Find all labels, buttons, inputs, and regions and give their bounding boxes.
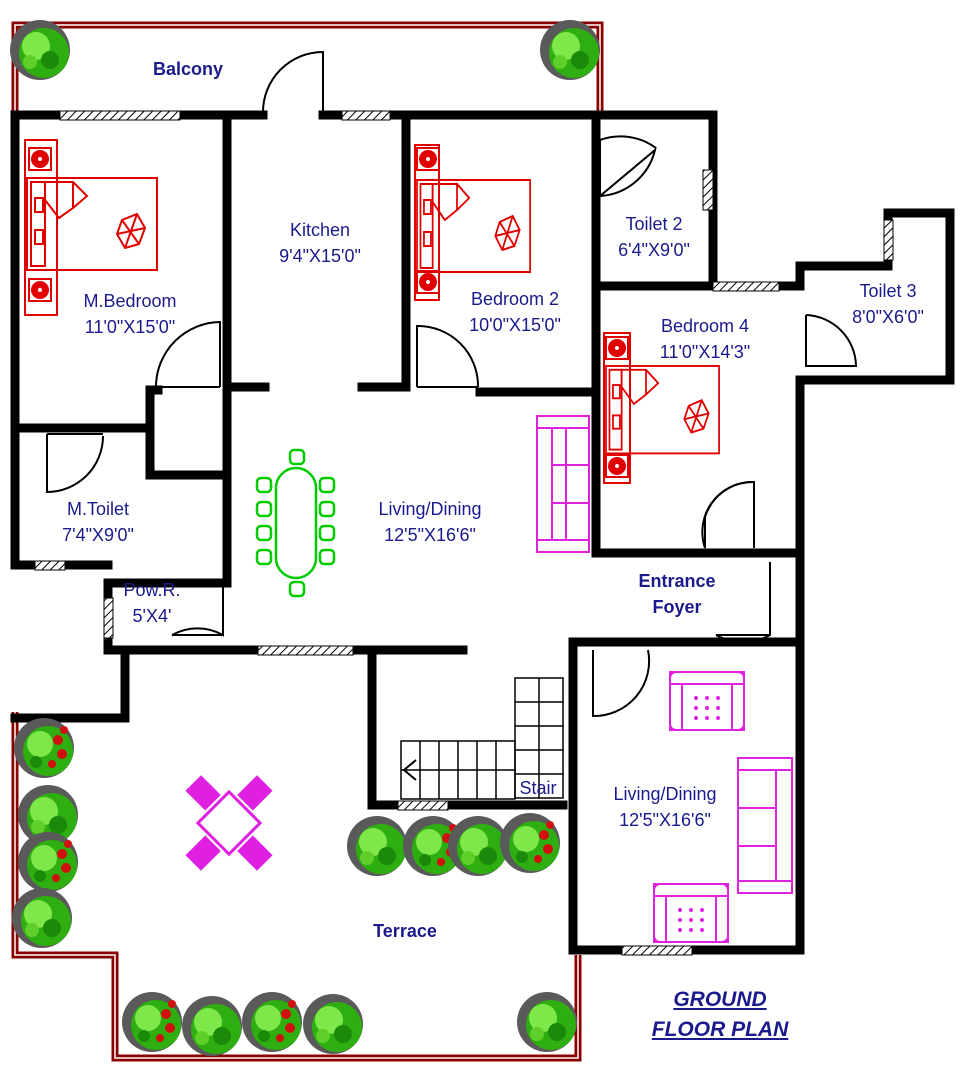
nightstand bbox=[605, 454, 629, 478]
balcony-parapet bbox=[11, 21, 604, 115]
tree bbox=[303, 994, 363, 1054]
kitchen-size: 9'4"X15'0" bbox=[279, 246, 361, 266]
plan-title-line2: FLOOR PLAN bbox=[651, 1018, 789, 1041]
bed-bedroom4 bbox=[605, 365, 721, 455]
stair-label: Stair bbox=[519, 778, 557, 798]
tree bbox=[12, 888, 72, 948]
powder-room-label: Pow.R. bbox=[123, 580, 181, 600]
entrance-foyer-label-2: Foyer bbox=[652, 597, 702, 617]
tree bbox=[500, 813, 560, 873]
balcony-label: Balcony bbox=[152, 59, 224, 79]
master-bedroom-label: M.Bedroom bbox=[83, 291, 177, 311]
bedroom4-size: 11'0"X14'3" bbox=[659, 342, 751, 362]
powder-room-size: 5'X4' bbox=[132, 606, 172, 626]
plan-title-line1: GROUND bbox=[673, 988, 767, 1011]
tree bbox=[347, 816, 407, 876]
nightstand bbox=[416, 147, 440, 171]
windows bbox=[34, 110, 894, 956]
bed-bedroom2 bbox=[416, 179, 532, 273]
bedroom2-label: Bedroom 2 bbox=[470, 289, 560, 309]
bed-master bbox=[26, 177, 158, 271]
armchair bbox=[653, 883, 729, 943]
living-dining-1-label: Living/Dining bbox=[378, 499, 482, 519]
stair-steps bbox=[400, 677, 564, 800]
nightstand bbox=[28, 147, 52, 171]
nightstand bbox=[28, 278, 52, 302]
toilet2-label: Toilet 2 bbox=[625, 214, 683, 234]
living-dining-2-size: 12'5"X16'6" bbox=[619, 810, 711, 830]
tree bbox=[18, 832, 78, 892]
tree bbox=[448, 816, 508, 876]
nightstand bbox=[605, 336, 629, 360]
terrace-table bbox=[185, 775, 273, 871]
tree bbox=[122, 992, 182, 1052]
master-bedroom-size: 11'0"X15'0" bbox=[84, 317, 176, 337]
living-dining-2-label: Living/Dining bbox=[613, 784, 717, 804]
terrace-label: Terrace bbox=[373, 921, 437, 941]
master-toilet-size: 7'4"X9'0" bbox=[62, 525, 134, 545]
entrance-foyer-label: Entrance bbox=[638, 571, 716, 591]
sofa-living-upper bbox=[536, 415, 590, 553]
tree bbox=[540, 20, 600, 80]
kitchen-label: Kitchen bbox=[289, 220, 351, 240]
toilet3-size: 8'0"X6'0" bbox=[852, 307, 924, 327]
armchair bbox=[669, 671, 745, 731]
tree bbox=[517, 992, 577, 1052]
tree bbox=[182, 996, 242, 1056]
bedroom4-label: Bedroom 4 bbox=[660, 316, 750, 336]
dining-table bbox=[255, 448, 336, 598]
bedroom2-size: 10'0"X15'0" bbox=[469, 315, 561, 335]
sofa-living-lower bbox=[737, 757, 793, 894]
tree bbox=[242, 992, 302, 1052]
doors bbox=[46, 50, 858, 718]
living-dining-1-size: 12'5"X16'6" bbox=[384, 525, 476, 545]
toilet3-label: Toilet 3 bbox=[859, 281, 917, 301]
tree bbox=[14, 718, 74, 778]
tree bbox=[10, 20, 70, 80]
master-toilet-label: M.Toilet bbox=[66, 499, 129, 519]
nightstand bbox=[416, 270, 440, 294]
toilet2-size: 6'4"X9'0" bbox=[618, 240, 690, 260]
